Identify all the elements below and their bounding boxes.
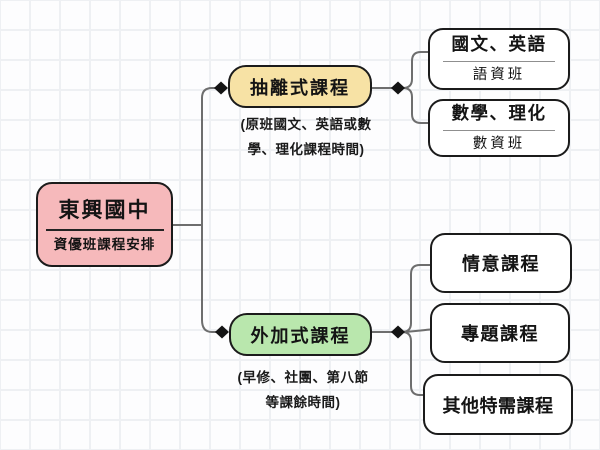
leaf-title: 情意課程 xyxy=(462,254,540,274)
leaf-node-project-course[interactable]: 專題課程 xyxy=(430,303,570,363)
leaf-subtitle: 數資班 xyxy=(472,135,526,152)
branch-pullout-caption-line1: (原班國文、英語或數 xyxy=(240,117,372,132)
connector-addon-to-child3 xyxy=(398,331,423,396)
branch-addon-caption: (早修、社團、第八節 等課餘時間) xyxy=(205,365,401,415)
junction-dot-addon-right xyxy=(391,325,405,339)
junction-dot-pullout-left xyxy=(214,81,228,95)
connector-pullout-to-child2 xyxy=(398,87,428,124)
leaf-divider xyxy=(443,60,555,62)
branch-node-pullout[interactable]: 抽離式課程 xyxy=(228,65,372,108)
branch-pullout-caption: (原班國文、英語或數 學、理化課程時間) xyxy=(208,112,404,162)
connector-addon-to-child1 xyxy=(398,264,430,333)
leaf-node-math-science-class[interactable]: 數學、理化 數資班 xyxy=(428,99,570,157)
branch-addon-caption-line2: 等課餘時間) xyxy=(265,395,341,410)
branch-pullout-label: 抽離式課程 xyxy=(250,77,350,98)
root-title: 東興國中 xyxy=(58,198,151,222)
branch-node-addon[interactable]: 外加式課程 xyxy=(229,313,372,356)
leaf-divider xyxy=(443,129,555,131)
junction-dot-addon-left xyxy=(215,325,229,339)
connector-trunk xyxy=(201,87,221,333)
connector-pullout-to-child1 xyxy=(398,51,428,89)
branch-addon-caption-line1: (早修、社團、第八節 xyxy=(237,370,369,385)
branch-pullout-caption-line2: 學、理化課程時間) xyxy=(247,142,365,157)
leaf-subtitle: 語資班 xyxy=(472,66,526,83)
root-subtitle: 資優班課程安排 xyxy=(53,236,156,252)
leaf-title: 數學、理化 xyxy=(451,103,547,123)
leaf-node-other-special-needs-course[interactable]: 其他特需課程 xyxy=(423,374,573,435)
leaf-title: 其他特需課程 xyxy=(442,395,554,416)
root-divider xyxy=(45,228,164,231)
junction-dot-pullout-right xyxy=(391,81,405,95)
root-node[interactable]: 東興國中 資優班課程安排 xyxy=(36,182,173,267)
leaf-node-affective-course[interactable]: 情意課程 xyxy=(430,233,572,293)
leaf-node-language-class[interactable]: 國文、英語 語資班 xyxy=(428,28,570,90)
branch-addon-label: 外加式課程 xyxy=(250,325,351,346)
leaf-title: 專題課程 xyxy=(461,324,539,344)
leaf-title: 國文、英語 xyxy=(451,34,547,54)
